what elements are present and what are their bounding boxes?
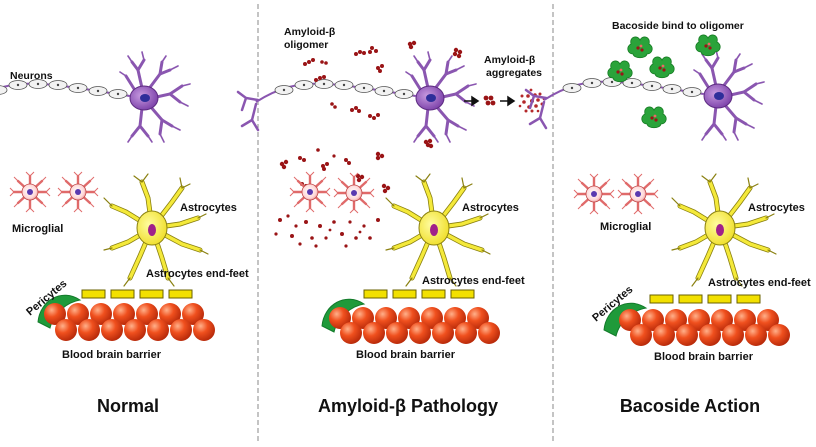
microglia-bacoside-2 bbox=[616, 172, 660, 216]
neuron-amyloid bbox=[236, 50, 478, 144]
aggregation-arrows bbox=[464, 95, 516, 107]
neuron-normal bbox=[0, 50, 192, 144]
microglia-amyloid-1 bbox=[288, 170, 332, 214]
endfeet-bacoside bbox=[649, 294, 761, 304]
bbb-cells-normal bbox=[44, 303, 215, 341]
label-bacoside: Bacoside bind to oligomer bbox=[612, 20, 744, 32]
bbb-cells-amyloid bbox=[329, 307, 500, 344]
label-bbb-amyloid: Blood brain barrier bbox=[356, 349, 456, 361]
endfeet-normal bbox=[81, 289, 193, 299]
panel-normal: Neurons Microglial Astrocytes Astrocytes… bbox=[0, 50, 249, 416]
panel-bacoside: Bacoside bind to oligomer Microglial Ast… bbox=[524, 20, 811, 416]
astrocyte-bacoside bbox=[672, 174, 776, 286]
label-endfeet: Astrocytes end-feet bbox=[146, 268, 249, 280]
endfeet-amyloid bbox=[363, 289, 475, 299]
label-aggregates-line1: Amyloid-β bbox=[484, 54, 536, 66]
label-aggregates-line2: aggregates bbox=[486, 67, 542, 79]
label-neurons: Neurons bbox=[10, 70, 53, 82]
microglia-normal-1 bbox=[8, 170, 52, 214]
neuron-bacoside bbox=[524, 48, 766, 142]
label-bbb: Blood brain barrier bbox=[62, 349, 162, 361]
label-oligomer-line2: oligomer bbox=[284, 39, 328, 51]
amyloid-small-aggregate bbox=[483, 95, 496, 106]
panel-title-amyloid: Amyloid-β Pathology bbox=[318, 396, 498, 416]
amyloid-oligomers bbox=[303, 40, 463, 120]
label-microglial-bacoside: Microglial bbox=[600, 221, 651, 233]
microglia-normal-2 bbox=[56, 170, 100, 214]
label-astrocytes: Astrocytes bbox=[180, 202, 237, 214]
bacoside-oligomer-1 bbox=[627, 36, 653, 59]
label-astrocytes-bacoside: Astrocytes bbox=[748, 202, 805, 214]
panel-title-bacoside: Bacoside Action bbox=[620, 396, 760, 416]
bacoside-oligomer-4 bbox=[649, 56, 675, 79]
astrocyte-amyloid bbox=[386, 174, 490, 286]
bacoside-oligomer-5 bbox=[641, 106, 667, 129]
microglia-bacoside-1 bbox=[572, 172, 616, 216]
panel-amyloid: Amyloid-β oligomer Amyloid-β aggregates bbox=[236, 26, 546, 416]
label-endfeet-amyloid: Astrocytes end-feet bbox=[422, 275, 525, 287]
label-bbb-bacoside: Blood brain barrier bbox=[654, 351, 754, 363]
microglia-amyloid-2 bbox=[332, 171, 376, 215]
bbb-cells-bacoside bbox=[619, 309, 790, 346]
label-astrocytes-amyloid: Astrocytes bbox=[462, 202, 519, 214]
label-oligomer-line1: Amyloid-β bbox=[284, 26, 336, 38]
panel-title-normal: Normal bbox=[97, 396, 159, 416]
label-microglial: Microglial bbox=[12, 223, 63, 235]
label-endfeet-bacoside: Astrocytes end-feet bbox=[708, 277, 811, 289]
